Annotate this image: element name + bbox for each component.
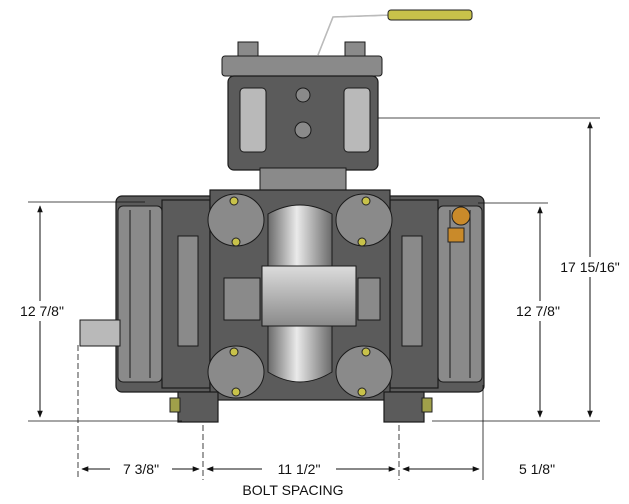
top-bolt-left bbox=[237, 41, 259, 57]
dimension-annotations: 12 7/8" 12 7/8" 17 15/16" 7 3/8" 11 1/2"… bbox=[10, 117, 628, 498]
manifold-lower bbox=[267, 325, 333, 383]
gear-icon bbox=[451, 206, 471, 226]
chamber-lower-left bbox=[207, 345, 265, 399]
label-height-left: 12 7/8" bbox=[20, 303, 64, 319]
chamber-lower-right bbox=[335, 345, 393, 399]
valve-neck bbox=[259, 167, 347, 191]
handle-grip bbox=[387, 9, 473, 21]
manifold-upper bbox=[267, 204, 333, 267]
label-height-right: 12 7/8" bbox=[516, 303, 560, 319]
right-port-block bbox=[357, 277, 381, 321]
valve-top-cover bbox=[221, 55, 383, 77]
label-offset-right: 5 1/8" bbox=[519, 461, 555, 477]
mount-foot-right bbox=[383, 391, 425, 423]
valve-side-port-right bbox=[343, 87, 371, 153]
valve-center-nut bbox=[294, 121, 312, 139]
label-bolt-spacing: 11 1/2" bbox=[278, 461, 321, 477]
gear-housing bbox=[447, 227, 465, 243]
mount-foot-left bbox=[177, 391, 219, 423]
pump-illustration bbox=[79, 9, 485, 423]
top-bolt-right bbox=[344, 41, 366, 57]
center-manifold-block bbox=[261, 265, 357, 327]
label-height-total: 17 15/16" bbox=[560, 259, 619, 275]
left-end-cap bbox=[117, 205, 163, 383]
label-offset-left: 7 3/8" bbox=[123, 461, 159, 477]
left-port-block bbox=[223, 277, 261, 321]
drive-shaft bbox=[79, 319, 121, 347]
label-bolt-spacing-caption: BOLT SPACING bbox=[242, 482, 343, 498]
valve-top-nut bbox=[295, 87, 311, 103]
valve-side-port-left bbox=[239, 87, 267, 153]
